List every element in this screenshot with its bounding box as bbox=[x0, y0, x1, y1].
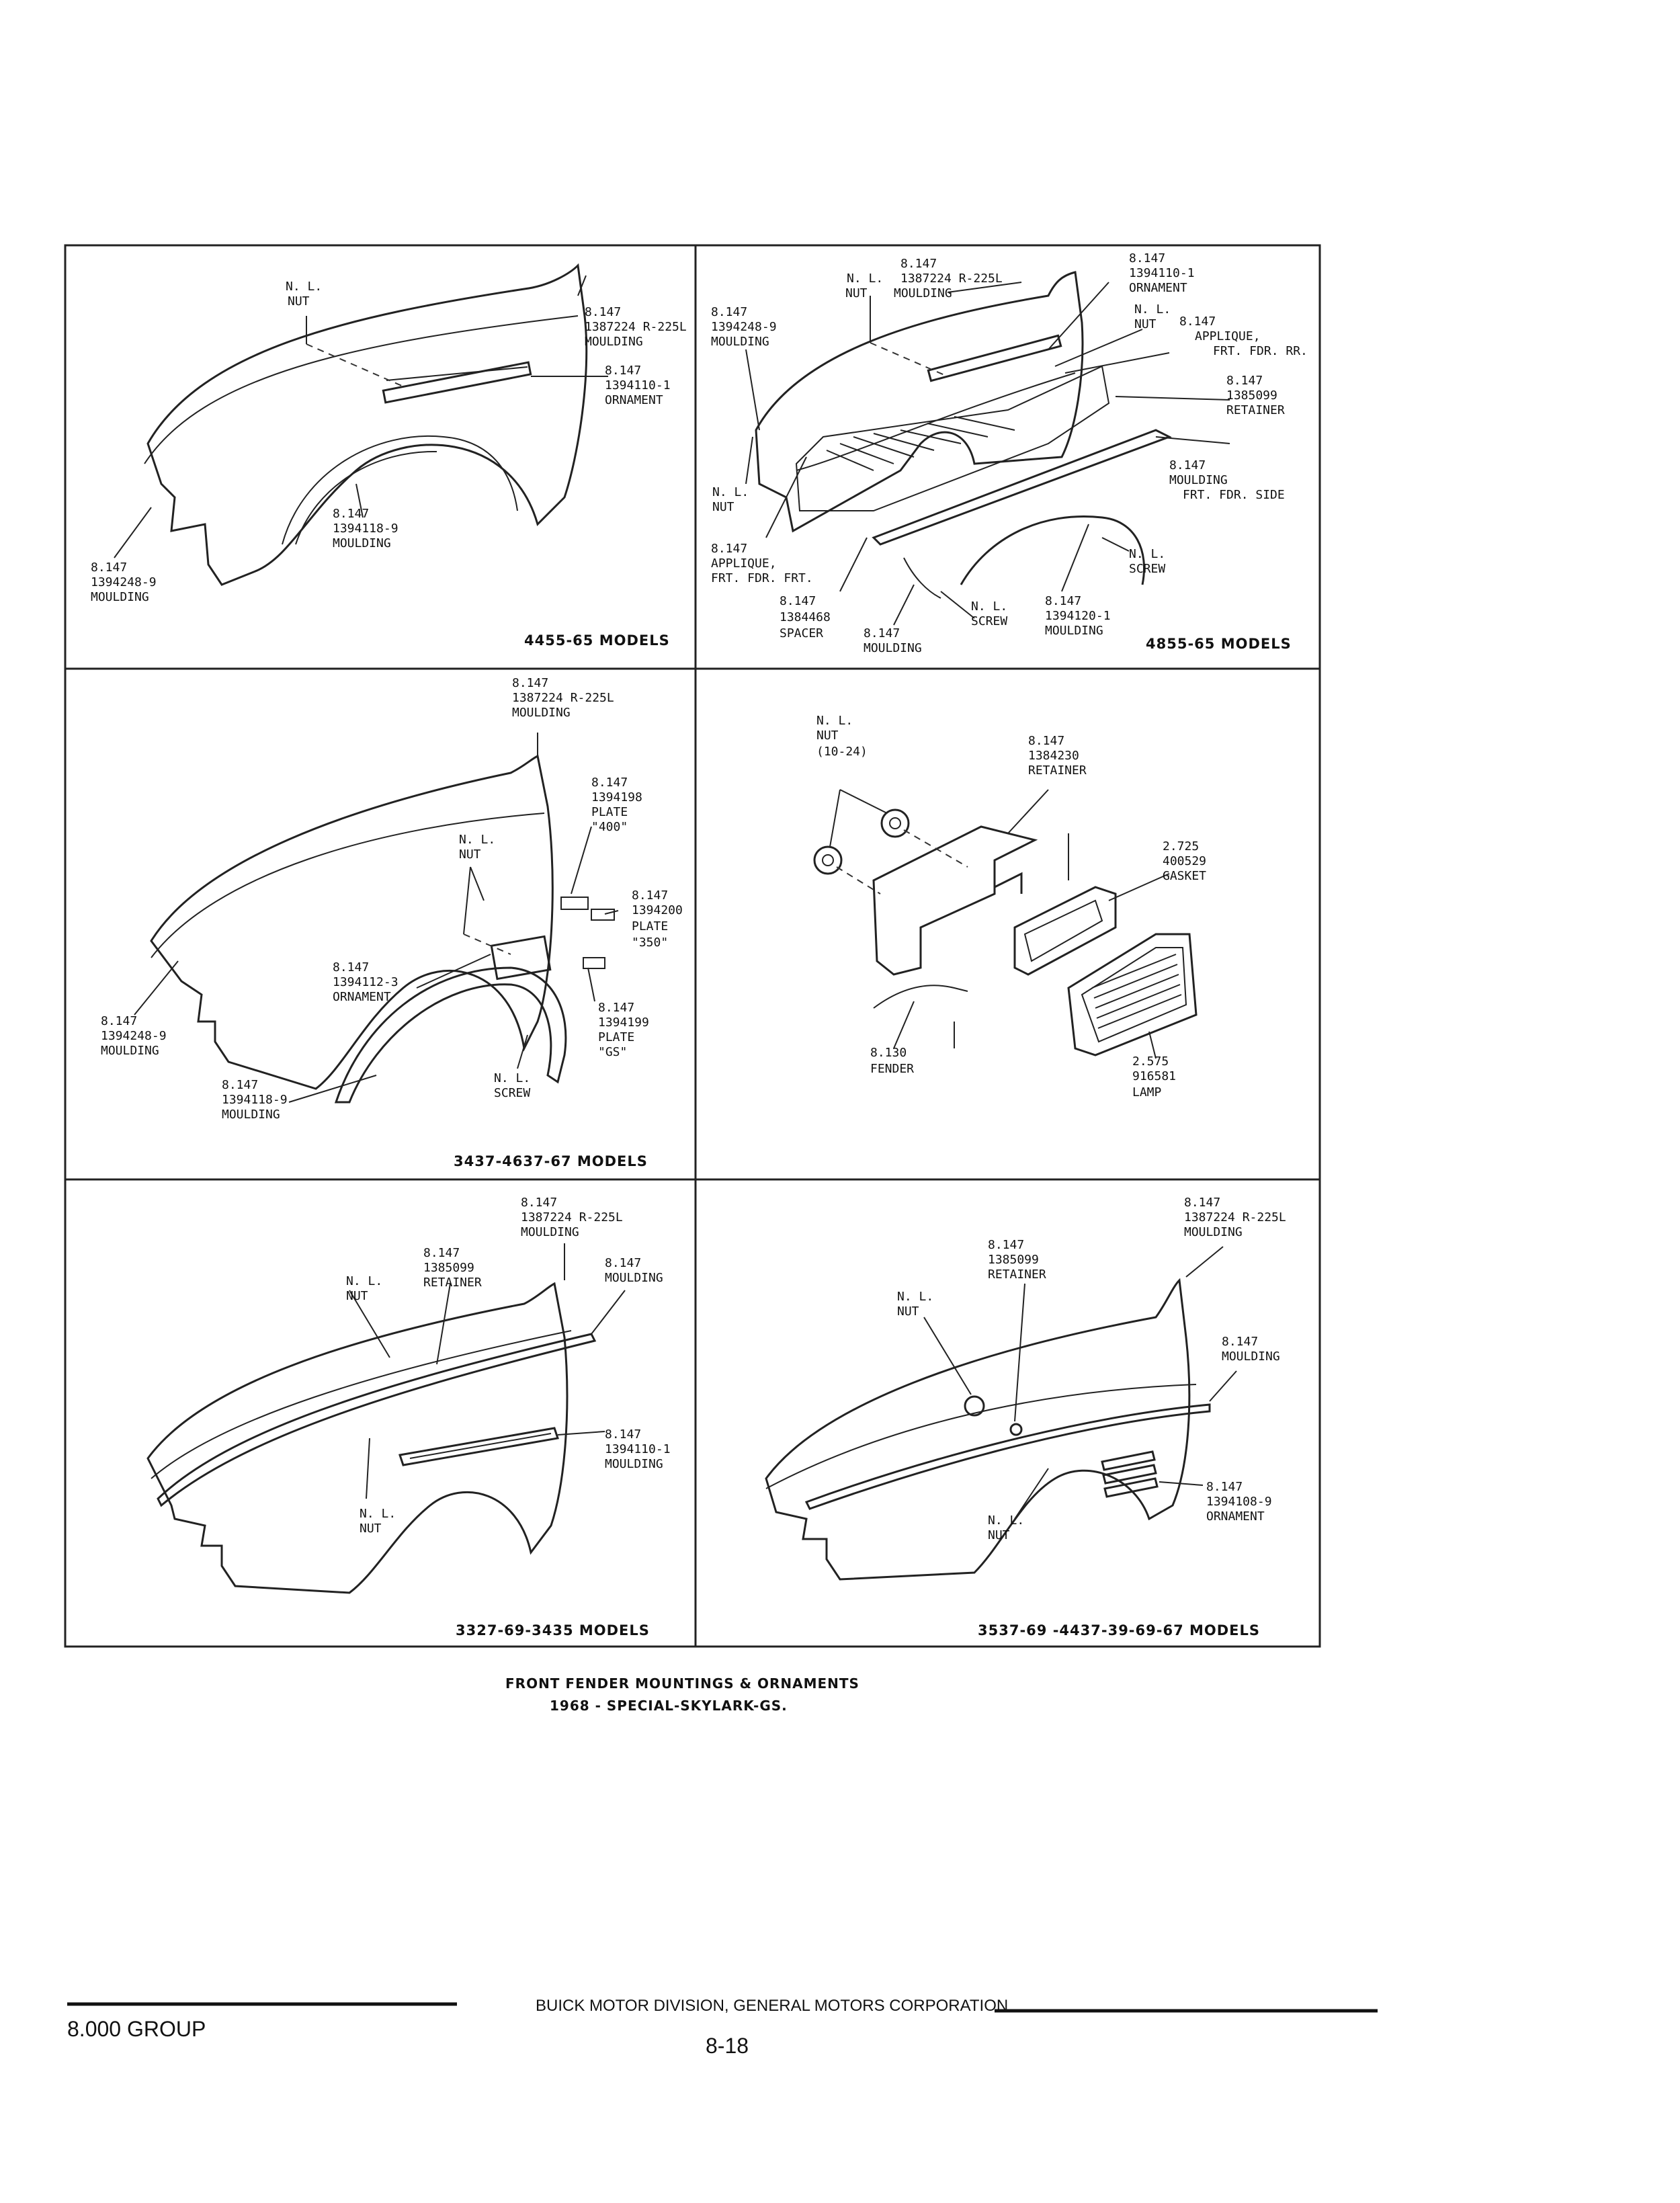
nut-label: N. L.NUT bbox=[286, 280, 322, 308]
fender-illustration bbox=[144, 263, 588, 586]
screw-label: N. L.SCREW bbox=[971, 599, 1007, 628]
page-number: 8-18 bbox=[706, 2034, 749, 2058]
lamp-illustration bbox=[813, 808, 1198, 1056]
footer-group: 8.000 GROUP bbox=[67, 2017, 206, 2041]
fender-illustration bbox=[765, 1278, 1211, 1581]
model-title: 3327-69-3435 MODELS bbox=[456, 1622, 650, 1638]
nut-label-2: N. L.NUT bbox=[360, 1507, 396, 1536]
model-title: 4855-65 MODELS bbox=[1146, 636, 1292, 652]
model-title: 4455-65 MODELS bbox=[524, 632, 670, 649]
diagram-grid bbox=[64, 244, 1321, 1648]
nut-label: N. L.NUT bbox=[1134, 302, 1171, 331]
figure-caption-line1: FRONT FENDER MOUNTINGS & ORNAMENTS bbox=[505, 1675, 859, 1692]
footer-division: BUICK MOTOR DIVISION, GENERAL MOTORS COR… bbox=[536, 1997, 1008, 2015]
figure-caption-line2: 1968 - SPECIAL-SKYLARK-GS. bbox=[550, 1698, 788, 1714]
fender-illustration bbox=[150, 754, 615, 1104]
nut-label: N. L.NUT bbox=[459, 833, 495, 862]
model-title: 3437-4637-67 MODELS bbox=[454, 1153, 648, 1169]
callout-leaders bbox=[114, 275, 608, 558]
callout-leaders bbox=[349, 1243, 626, 1499]
callout-leaders bbox=[923, 1246, 1237, 1520]
screw-label: N. L.SCREW bbox=[494, 1071, 530, 1100]
model-title: 3537-69 -4437-39-69-67 MODELS bbox=[978, 1622, 1260, 1638]
callout-leaders bbox=[134, 733, 619, 1103]
page-footer: BUICK MOTOR DIVISION, GENERAL MOTORS COR… bbox=[67, 1997, 1378, 2058]
nut-label: N. L.NUT(10-24) bbox=[816, 714, 868, 759]
screw-label-2: N. L.SCREW bbox=[1129, 547, 1165, 576]
callout-leaders bbox=[745, 282, 1230, 626]
fender-illustration bbox=[146, 1282, 597, 1594]
nut-label: N. L.NUT bbox=[897, 1290, 933, 1319]
nut-label-2: N. L.NUT bbox=[712, 485, 749, 514]
callout-leaders bbox=[829, 789, 1170, 1059]
nut-label-2: N. L.NUT bbox=[988, 1513, 1024, 1542]
fender-illustration bbox=[755, 271, 1172, 599]
nut-label: N. L.NUT bbox=[346, 1274, 382, 1303]
